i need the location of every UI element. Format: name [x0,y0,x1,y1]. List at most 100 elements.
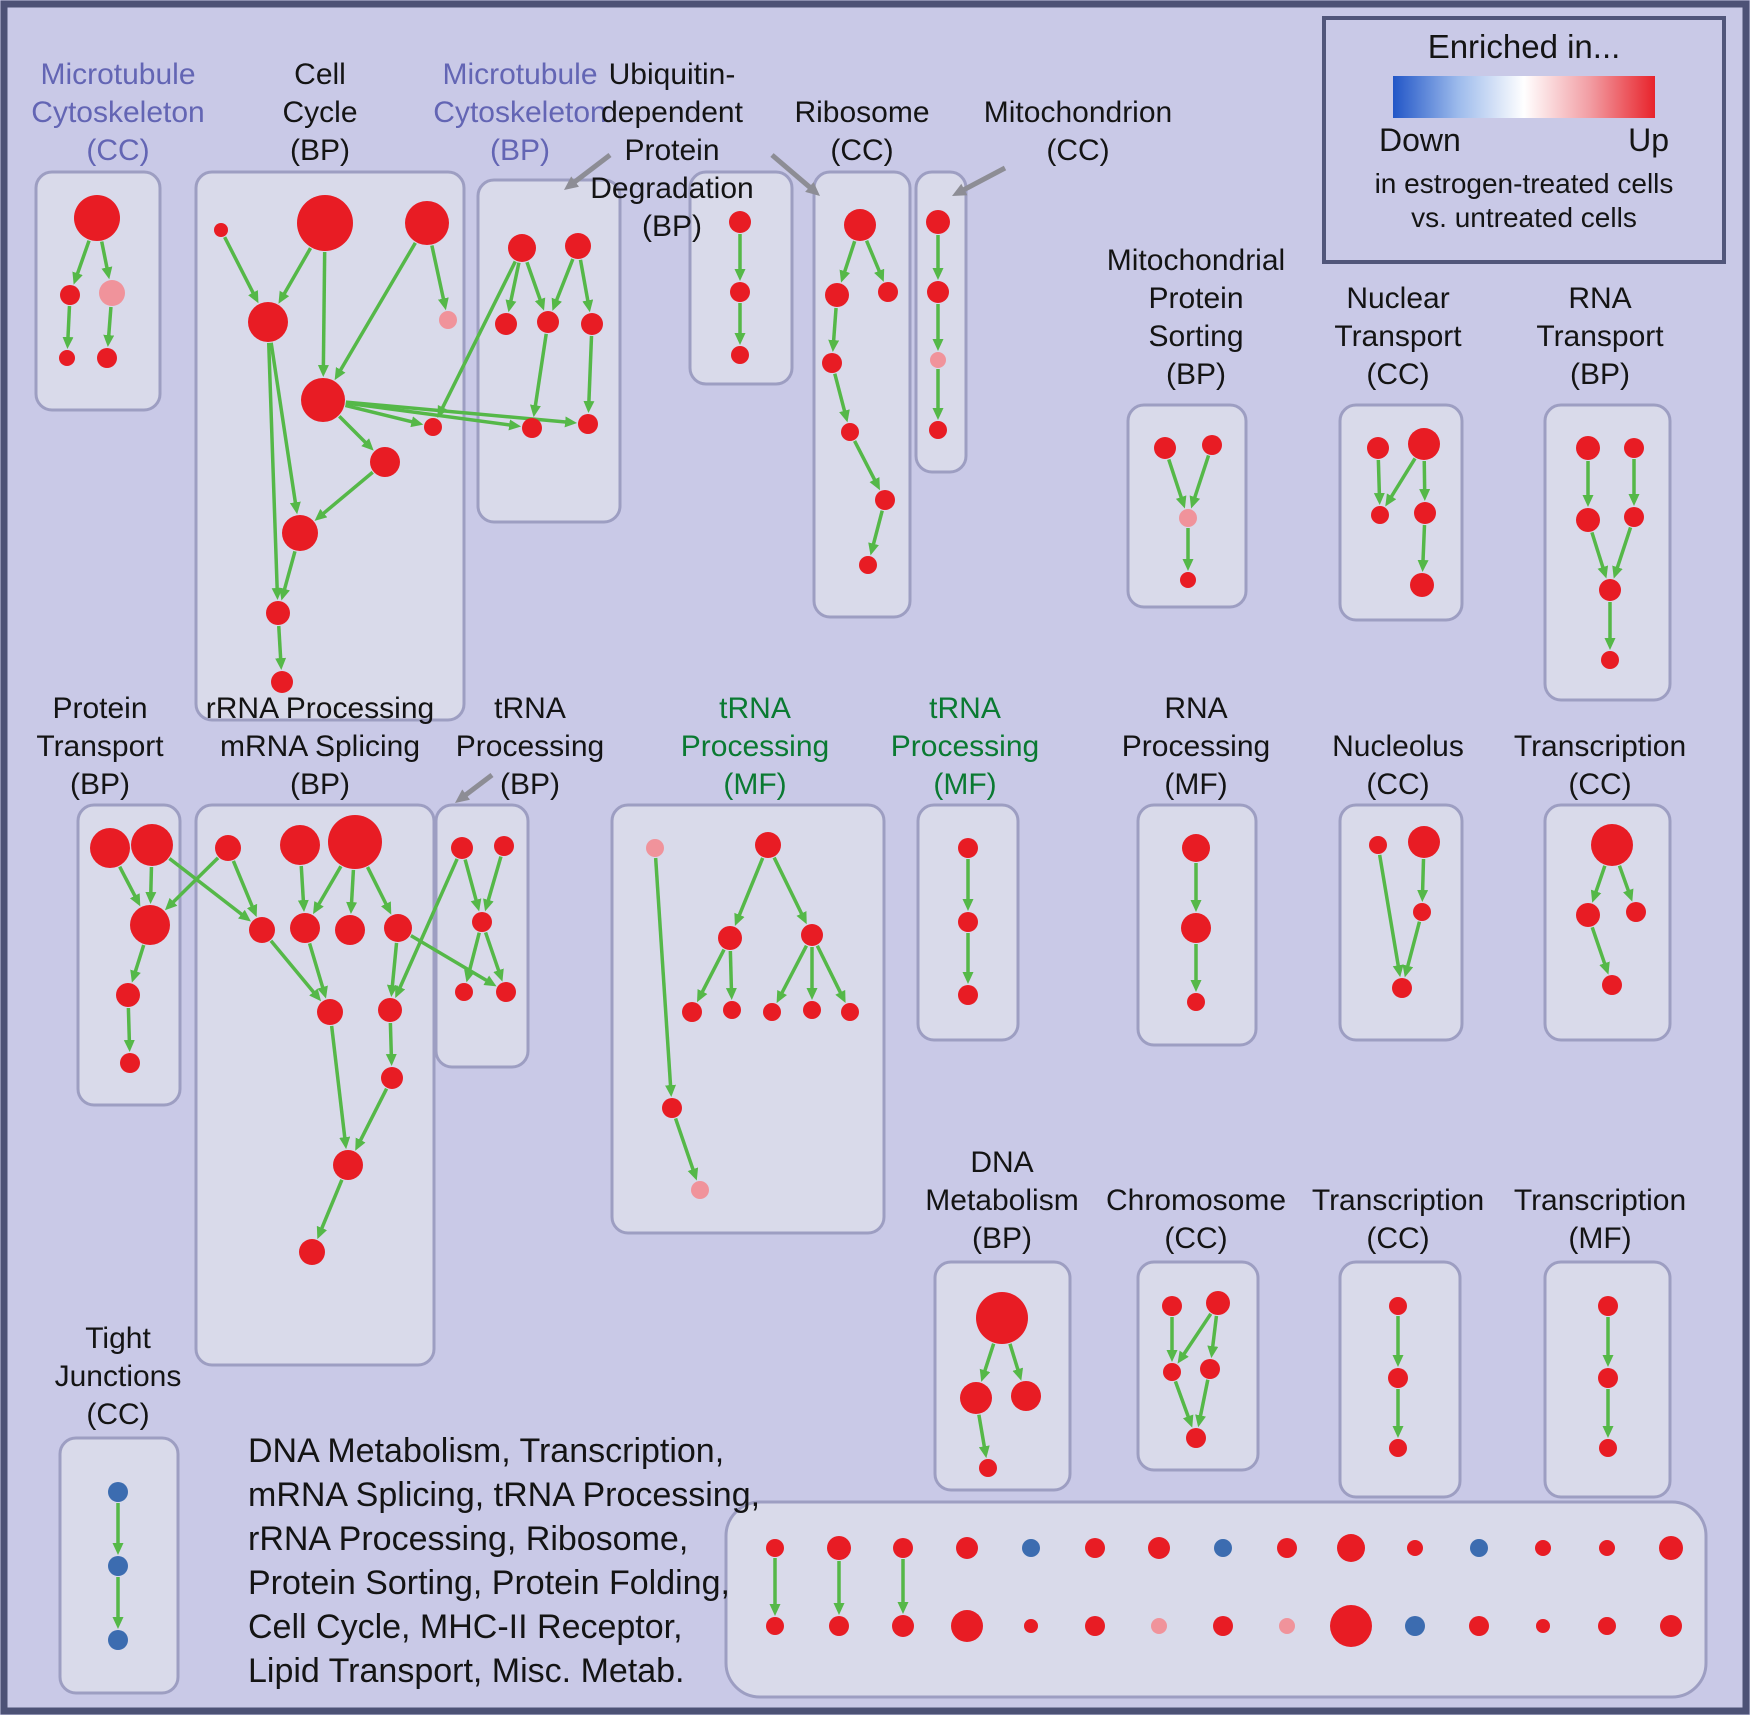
edge-ch4-ch5 [1195,1379,1210,1428]
node-tm6 [723,1001,741,1019]
node-a5 [97,348,117,368]
node-b2 [297,195,353,251]
edge-c5-c7 [583,335,595,414]
legend-down-label: Down [1379,122,1461,158]
edge-i4-i5 [1417,524,1429,573]
cluster-nucleolus-cc [1338,803,1464,1042]
node-v1 [1389,1297,1407,1315]
node-r5 [841,423,859,441]
node-d1 [976,1292,1028,1344]
node-tm11 [691,1181,709,1199]
edge-j4-j5 [1612,526,1633,579]
node-j2 [1624,438,1644,458]
node-w3 [1599,1439,1617,1457]
node-xb14 [1598,1617,1616,1635]
edge-rr2-rr5 [297,865,309,913]
cluster-mitochondrion-cc [914,170,968,474]
node-tb3 [472,912,492,932]
node-rr2 [280,825,320,865]
node-tb5 [455,983,473,1001]
node-r7 [859,556,877,574]
edge-tm2-tm3 [734,857,765,926]
cluster-transcription-cc-mid [1543,803,1672,1042]
node-rr8 [317,999,343,1025]
edge-r5-r6 [853,440,880,491]
pointer-arrow-1 [563,153,612,190]
edge-c2-c5 [578,259,594,313]
edge-k1-k3 [118,865,141,907]
node-k1 [90,828,130,868]
node-u3 [731,346,749,364]
edge-tc1-tc2 [1590,865,1607,903]
edge-b6-b7 [314,470,374,521]
pointer-arrow-2 [770,153,820,197]
node-j1 [1576,436,1600,460]
edge-b3-b10 [430,245,449,311]
node-b9 [271,671,293,693]
label-transcription-cc-bottom: Transcription(CC) [1312,1184,1484,1255]
cluster-nuclear-transport-cc [1338,403,1464,622]
legend-ends-row: Down Up [1379,122,1669,159]
node-xt4 [956,1537,978,1559]
node-tc3 [1626,902,1646,922]
node-h3 [1179,509,1197,527]
node-c2 [565,233,591,259]
node-xt11 [1407,1540,1423,1556]
legend-box: Enriched in... Down Up in estrogen-treat… [1322,16,1726,264]
edge-a1-a2 [72,240,91,285]
node-g4 [929,421,947,439]
node-xt3 [893,1538,913,1558]
node-xt13 [1535,1540,1551,1556]
node-i5 [1410,573,1434,597]
node-xt1 [766,1539,784,1557]
node-b1 [214,223,228,237]
node-rr12 [299,1239,325,1265]
node-tc4 [1602,975,1622,995]
node-tc1 [1591,824,1633,866]
node-k3 [130,905,170,945]
edge-d2-d4 [977,1414,990,1459]
edge-tm4-tm7 [776,944,809,1004]
edge-tm2-tm4 [772,856,807,925]
node-tb2 [494,836,514,856]
node-xb4 [951,1610,983,1642]
node-r6 [875,490,895,510]
edge-rr9-rr10 [385,1022,397,1067]
node-xb12 [1469,1616,1489,1636]
node-i3 [1371,506,1389,524]
node-xt15 [1659,1536,1683,1560]
node-xb13 [1536,1619,1550,1633]
node-xt8 [1214,1539,1232,1557]
node-i2 [1408,428,1440,460]
node-j4 [1624,507,1644,527]
node-xb10 [1330,1605,1372,1647]
label-nucleolus-cc: Nucleolus(CC) [1332,730,1464,801]
cluster-microtubule-cytoskeleton-bp [476,178,622,524]
node-r3 [878,282,898,302]
node-xt10 [1337,1534,1365,1562]
node-tm9 [841,1003,859,1021]
node-nu4 [1392,978,1412,998]
cluster-rna-transport-bp [1543,403,1672,702]
node-b7 [282,515,318,551]
edge-b8-b9 [275,625,287,671]
edge-b5-b6 [338,415,374,451]
node-nu2 [1408,826,1440,858]
legend-gradient-bar [1393,76,1655,118]
edge-h2-h3 [1189,454,1211,509]
node-k5 [120,1053,140,1073]
node-w1 [1598,1296,1618,1316]
edge-ch2-ch3 [1177,1312,1213,1364]
node-q1 [1182,834,1210,862]
node-u1 [729,211,751,233]
node-xb3 [892,1615,914,1637]
node-tm4 [801,924,823,946]
edge-j3-j5 [1590,531,1609,579]
